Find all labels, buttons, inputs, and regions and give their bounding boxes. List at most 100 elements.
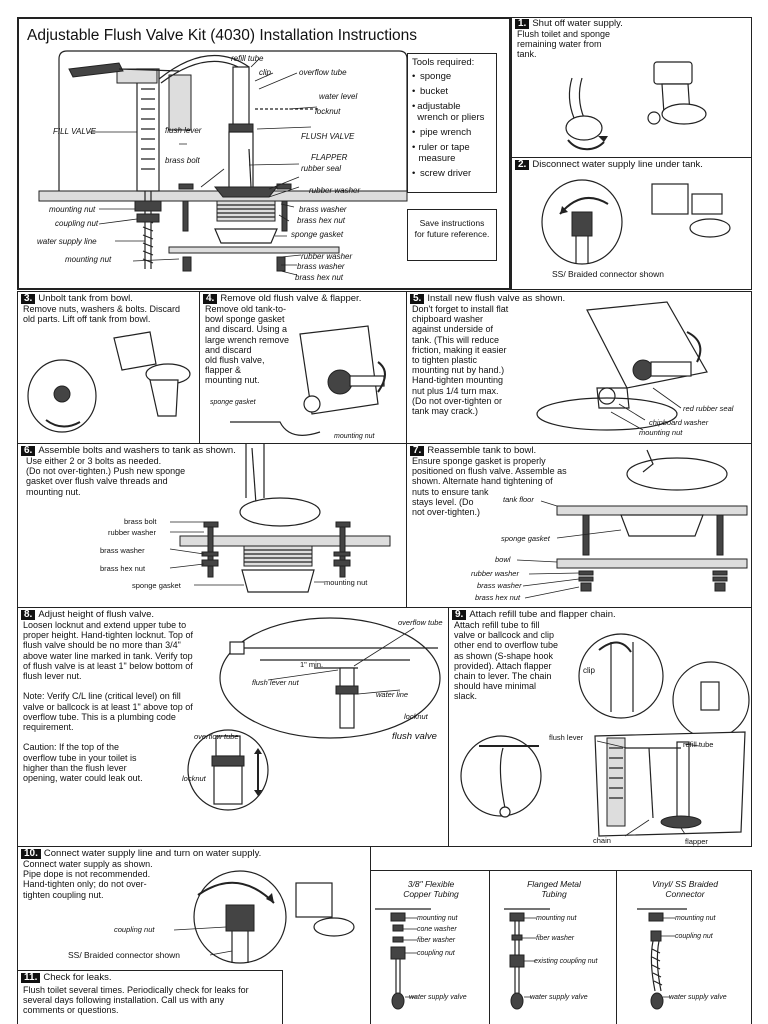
step-4-label-mounting-nut: mounting nut	[334, 433, 375, 440]
step-5-label-chipboard-washer: chipboard washer	[649, 418, 709, 427]
label-refill-tube: refill tube	[231, 54, 264, 63]
save-note-box: Save instructions for future reference.	[407, 209, 497, 261]
step-6-label-mounting-nut: mounting nut	[324, 578, 368, 587]
step-8-label-water-line: water line	[376, 690, 409, 699]
step-9-label-flapper: flapper	[685, 837, 708, 846]
step-11-panel: 11.Check for leaks. Flush toilet several…	[17, 970, 283, 1024]
tools-box: Tools required: •sponge •bucket •adjusta…	[407, 53, 497, 193]
step-8-label-locknut-detail: locknut	[182, 774, 206, 783]
step-1-text: Flush toilet and sponge remaining water …	[517, 29, 611, 60]
step-8-label-overflow-tube-detail: overflow tube	[194, 732, 239, 741]
tool-item: •adjustable wrench or pliers	[412, 101, 485, 123]
step-8-heading: 8.Adjust height of flush valve.	[21, 610, 154, 620]
step-8-drawing	[187, 617, 441, 811]
step-11-text: Flush toilet several times. Periodically…	[23, 985, 249, 1016]
step-9-drawing	[460, 633, 750, 837]
step-6-label-sponge-gasket: sponge gasket	[132, 581, 181, 590]
step-3-heading: 3.Unbolt tank from bowl.	[21, 294, 133, 304]
step-2-drawing	[541, 179, 731, 265]
step-6-drawing	[169, 444, 391, 593]
connector-copper-label-mounting-nut: mounting nut	[417, 915, 458, 922]
step-3-drawing	[27, 331, 191, 433]
step-7-panel: 7.Reassemble tank to bowl. Ensure sponge…	[406, 443, 752, 608]
step-9-panel: 9.Attach refill tube and flapper chain. …	[448, 607, 752, 847]
step-4-text: Remove old tank-to- bowl sponge gasket a…	[205, 304, 290, 386]
step-8-text: Loosen locknut and extend upper tube to …	[23, 620, 193, 784]
step-10-label-connector: SS/ Braided connector shown	[68, 950, 180, 960]
label-coupling-nut: coupling nut	[55, 219, 99, 228]
step-6-label-rubber-washer: rubber washer	[108, 528, 156, 537]
connector-flanged-label-water-supply-valve: water supply valve	[530, 994, 588, 1001]
step-7-heading: 7.Reassemble tank to bowl.	[410, 446, 536, 456]
step-6-heading: 6.Assemble bolts and washers to tank as …	[21, 446, 236, 456]
step-4-label-sponge-gasket: sponge gasket	[210, 399, 256, 406]
label-overflow-tube: overflow tube	[299, 68, 347, 77]
connector-braided-label-mounting-nut: mounting nut	[675, 915, 716, 922]
step-5-text: Don't forget to install flat chipboard w…	[412, 304, 509, 417]
label-brass-washer: brass washer	[299, 205, 347, 214]
label-locknut: locknut	[315, 107, 341, 116]
label-flush-lever: flush lever	[165, 126, 202, 135]
connector-copper-label-fiber-washer: fiber washer	[417, 937, 456, 944]
connector-copper-label-cone-washer: cone washer	[417, 926, 457, 933]
connector-flanged-label-fiber-washer: fiber washer	[536, 935, 575, 942]
step-9-heading: 9.Attach refill tube and flapper chain.	[452, 610, 616, 620]
label-sponge-gasket: sponge gasket	[291, 230, 344, 239]
label-brass-hex-nut: brass hex nut	[297, 216, 346, 225]
page-title: Adjustable Flush Valve Kit (4030) Instal…	[27, 27, 417, 44]
tool-item: •ruler or tape measure	[412, 142, 470, 164]
step-9-label-clip: clip	[583, 666, 596, 675]
label-mounting-nut-lower: mounting nut	[65, 255, 112, 264]
connector-copper-label-coupling-nut: coupling nut	[417, 950, 455, 957]
step-6-label-brass-washer: brass washer	[100, 546, 145, 555]
step-7-drawing	[516, 449, 748, 599]
step-8-panel: 8.Adjust height of flush valve. Loosen l…	[17, 607, 449, 847]
step-8-label-locknut: locknut	[404, 712, 428, 721]
step-7-label-brass-washer: brass washer	[477, 581, 522, 590]
connector-flanged-drawing	[504, 908, 550, 1010]
step-9-label-refill-tube: refill tube	[683, 740, 714, 749]
step-6-panel: 6.Assemble bolts and washers to tank as …	[17, 443, 407, 608]
step-7-label-brass-hex-nut: brass hex nut	[475, 593, 521, 602]
label-clip: clip	[259, 68, 272, 77]
connector-braided-label-coupling-nut: coupling nut	[675, 933, 713, 940]
step-9-text: Attach refill tube to fill valve or ball…	[454, 620, 559, 702]
connector-flanged-label-mounting-nut: mounting nut	[536, 915, 577, 922]
connector-braided-title: Vinyl/ SS Braided Connector	[652, 879, 718, 899]
step-1-heading: 1.Shut off water supply.	[515, 19, 623, 29]
step-8-label-1-min: 1" min.	[300, 660, 324, 669]
step-6-text: Use either 2 or 3 bolts as needed. (Do n…	[26, 456, 186, 497]
step-2-heading: 2.Disconnect water supply line under tan…	[515, 160, 703, 170]
step-7-text: Ensure sponge gasket is properly positio…	[412, 456, 567, 518]
tool-item: •screw driver	[412, 168, 472, 179]
step-2-connector-label: SS/ Braided connector shown	[552, 269, 664, 279]
step-5-heading: 5.Install new flush valve as shown.	[410, 294, 565, 304]
step-10-drawing	[173, 870, 355, 964]
step-9-label-flush-lever: flush lever	[549, 733, 584, 742]
step-8-label-flush-valve: flush valve	[392, 731, 437, 742]
label-brass-bolt: brass bolt	[165, 156, 200, 165]
label-brass-hex-nut-lower: brass hex nut	[295, 273, 344, 282]
step-5-panel: 5.Install new flush valve as shown. Don'…	[406, 291, 752, 444]
label-flapper: FLAPPER	[311, 153, 348, 162]
label-rubber-washer-lower: rubber washer	[301, 252, 353, 261]
step-1-panel: 1.Shut off water supply. Flush toilet an…	[511, 17, 752, 158]
connector-braided-label-water-supply-valve: water supply valve	[669, 994, 727, 1001]
step-5-label-mounting-nut: mounting nut	[639, 428, 683, 437]
step-5-drawing	[536, 301, 708, 431]
step-3-panel: 3.Unbolt tank from bowl. Remove nuts, wa…	[17, 291, 200, 444]
label-flush-valve: FLUSH VALVE	[301, 132, 355, 141]
step-10-heading: 10.Connect water supply line and turn on…	[21, 849, 261, 859]
tool-item: •sponge	[412, 71, 452, 82]
label-fill-valve: FILL VALVE	[53, 127, 96, 136]
step-4-heading: 4.Remove old flush valve & flapper.	[203, 294, 361, 304]
label-water-level: water level	[319, 92, 358, 101]
step-6-label-brass-hex-nut: brass hex nut	[100, 564, 146, 573]
connector-copper-panel: 3/8" Flexible Copper Tubing mounting nut…	[370, 870, 490, 1024]
connector-copper-drawing	[375, 908, 431, 1010]
step-2-panel: 2.Disconnect water supply line under tan…	[511, 157, 752, 290]
tank-cross-section-drawing	[38, 50, 408, 276]
connector-braided-drawing	[637, 908, 687, 1010]
step-11-heading: 11.Check for leaks.	[21, 973, 111, 983]
step-9-label-chain: chain	[593, 836, 611, 845]
